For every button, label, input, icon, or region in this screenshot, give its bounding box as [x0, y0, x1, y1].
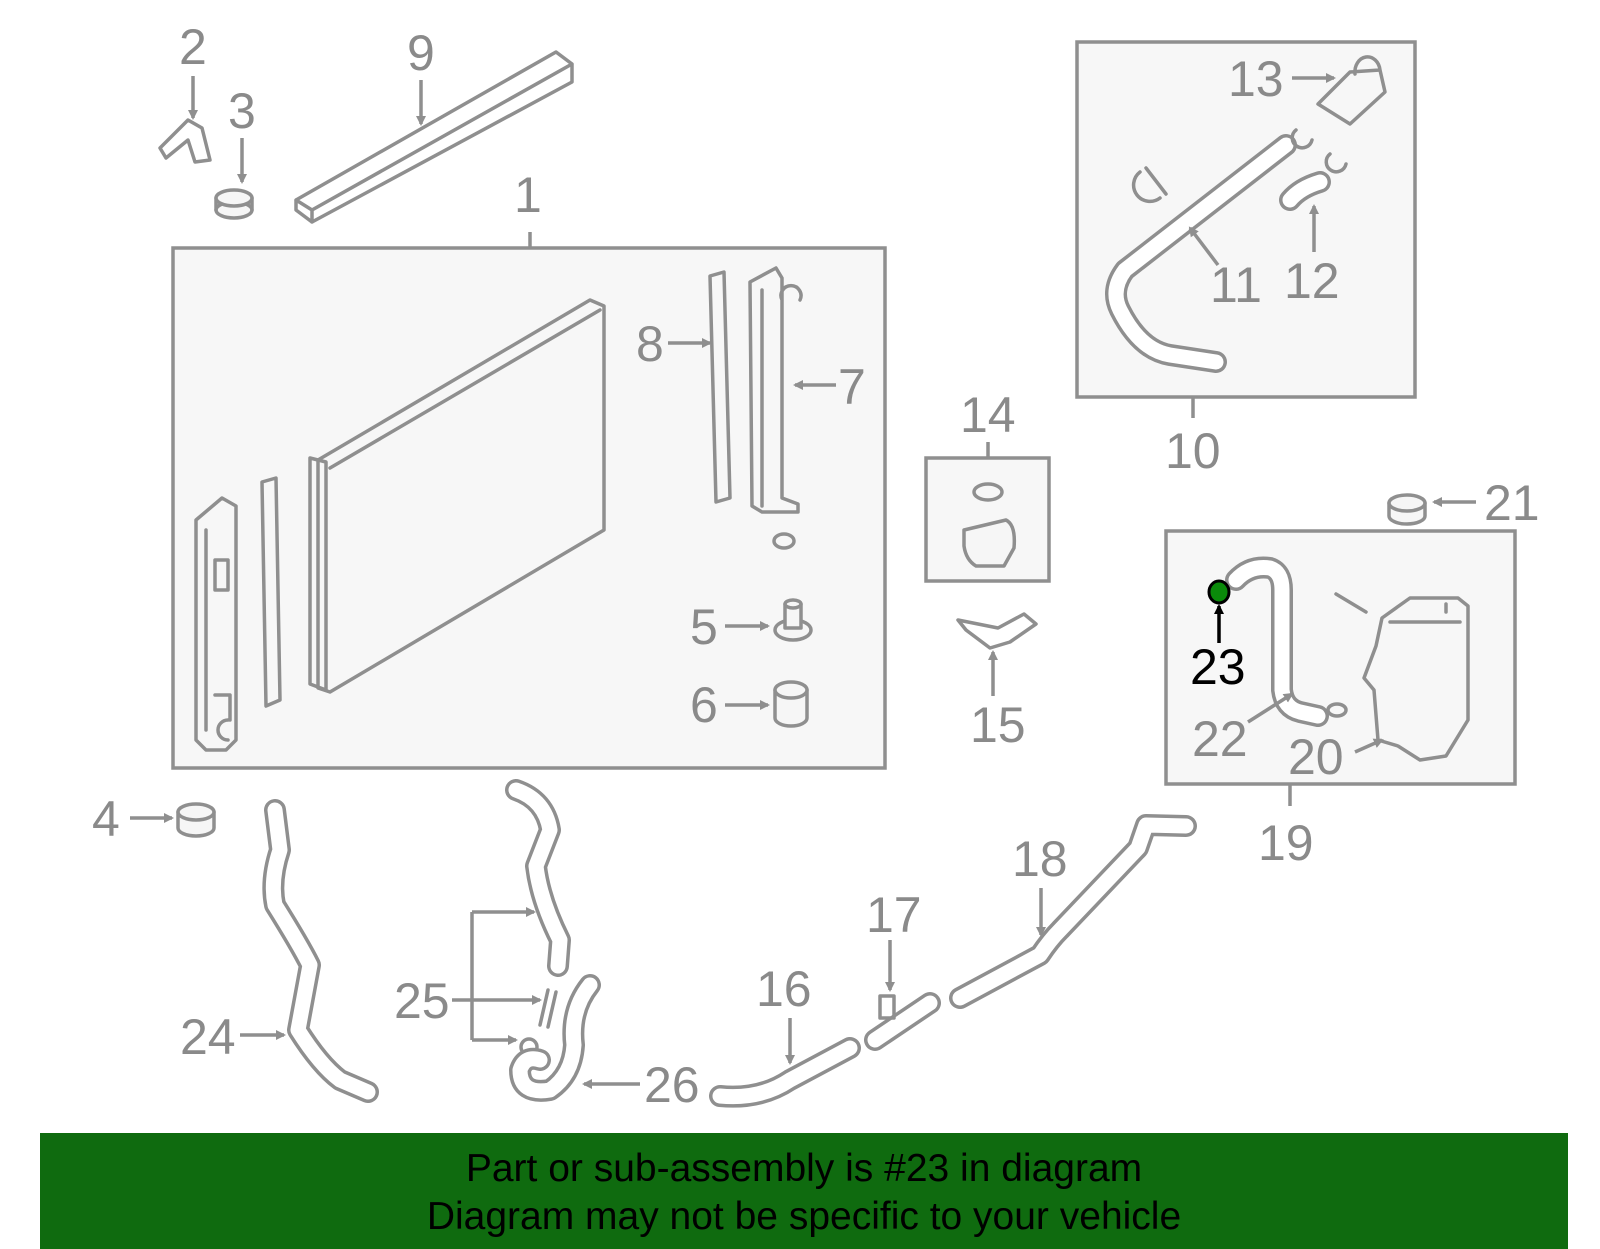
fitting-part-17	[867, 995, 938, 1048]
filler-neck-part-13	[1316, 55, 1387, 126]
label-21: 21	[1484, 475, 1540, 531]
seal-strip-left	[260, 476, 282, 708]
bolt-part-5	[773, 598, 813, 642]
label-10: 10	[1165, 423, 1221, 479]
banner-line-2: Diagram may not be specific to your vehi…	[426, 1195, 1182, 1238]
label-19: 19	[1258, 815, 1314, 871]
banner-line-1: Part or sub-assembly is #23 in diagram	[465, 1147, 1143, 1190]
hose-part-26	[512, 977, 598, 1099]
label-8: 8	[636, 316, 664, 372]
label-2: 2	[179, 19, 207, 75]
radiator-side-tank-left	[194, 496, 238, 752]
label-11: 11	[1210, 257, 1262, 313]
hose-part-25	[508, 782, 568, 974]
label-18: 18	[1012, 831, 1068, 887]
label-3: 3	[228, 83, 256, 139]
label-6: 6	[690, 677, 718, 733]
clamp-part-10	[1131, 166, 1168, 204]
label-22: 22	[1192, 711, 1248, 767]
label-20: 20	[1288, 729, 1344, 785]
plug-part-4	[176, 802, 216, 838]
label-5: 5	[690, 599, 718, 655]
label-14: 14	[960, 387, 1016, 443]
label-25: 25	[394, 973, 450, 1029]
label-7: 7	[838, 359, 866, 415]
bushing-part-6	[773, 680, 809, 728]
seal-part-9	[294, 50, 574, 224]
clamp-part-13a	[1290, 128, 1348, 174]
label-4: 4	[92, 791, 120, 847]
label-15: 15	[970, 697, 1026, 753]
hose-part-22-seal	[1326, 702, 1348, 718]
clip-part-15	[956, 612, 1038, 650]
cap-part-14	[962, 518, 1017, 568]
label-17: 17	[866, 887, 922, 943]
label-24: 24	[180, 1009, 236, 1065]
plug-part-21	[1387, 493, 1427, 526]
seal-part-8	[708, 270, 732, 504]
label-23-highlighted: 23	[1190, 639, 1246, 695]
label-1: 1	[514, 167, 542, 223]
hose-part-18	[952, 817, 1194, 1006]
highlighted-part-23	[1207, 579, 1231, 605]
label-13: 13	[1228, 51, 1284, 107]
info-banner: Part or sub-assembly is #23 in diagram D…	[40, 1133, 1568, 1249]
hose-part-16	[712, 1040, 858, 1105]
hose-part-24	[265, 802, 376, 1100]
radiator-tank-part-7	[748, 266, 803, 514]
reservoir-box	[1164, 529, 1517, 786]
label-16: 16	[756, 961, 812, 1017]
label-26: 26	[644, 1057, 700, 1113]
reservoir-tank-part-20	[1334, 592, 1470, 762]
label-9: 9	[407, 25, 435, 81]
label-12: 12	[1284, 253, 1340, 309]
bracket-part-2	[158, 118, 212, 164]
plug-part-3	[214, 188, 254, 220]
